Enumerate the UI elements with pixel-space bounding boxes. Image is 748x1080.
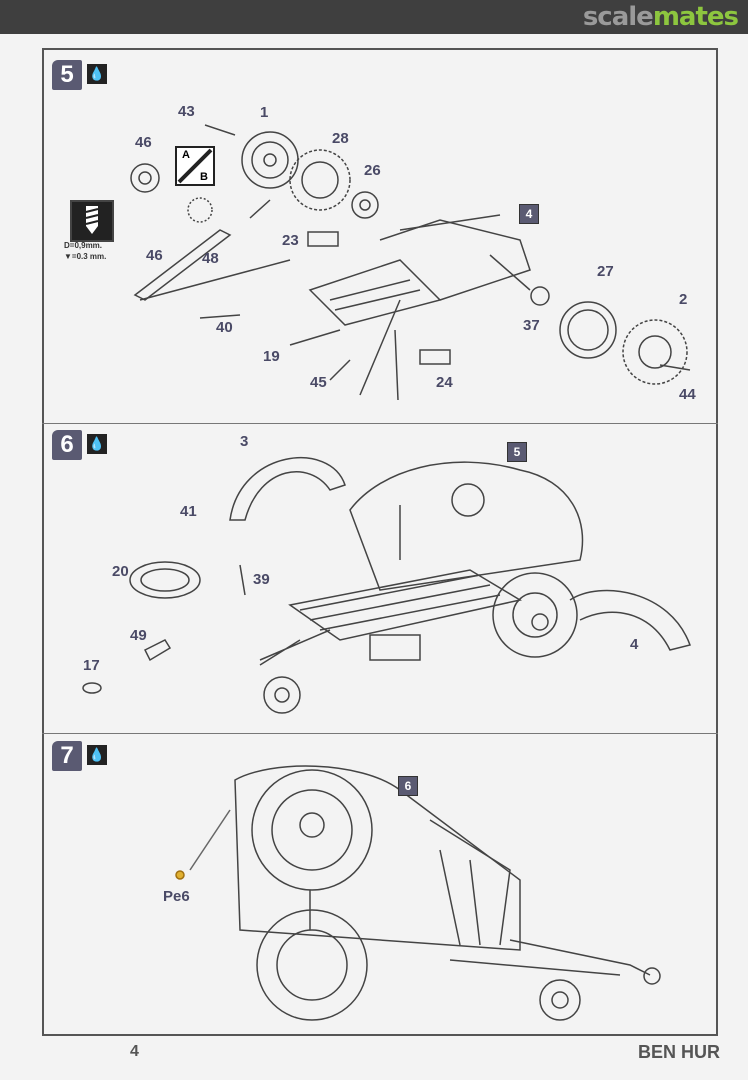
part-19: 19 [263,348,280,365]
top-bar: scalemates [0,0,748,34]
part-39: 39 [253,571,270,588]
part-49: 49 [130,627,147,644]
slash-icon [177,148,213,184]
part-46: 46 [135,134,152,151]
step-6-badge: 6 [52,430,82,460]
glue-drop-icon: 💧 [87,64,107,84]
part-1: 1 [260,104,269,121]
step7-drawing [175,765,661,1021]
step6-drawing [82,456,691,714]
part-26: 26 [364,162,381,179]
step-7-badge: 7 [52,741,82,771]
part-3: 3 [240,433,249,450]
part-46: 46 [146,247,163,264]
page-number: 4 [130,1043,139,1060]
part-2: 2 [679,291,688,308]
part-27: 27 [597,263,614,280]
drill-diameter: D=0,9mm. [64,241,103,250]
part-48: 48 [202,250,219,267]
drill-icon [70,200,114,242]
part-40: 40 [216,319,233,336]
step-5-badge: 5 [52,60,82,90]
part-44: 44 [679,386,696,403]
drill-bit-icon [85,206,99,234]
drill-depth: ▼=0.3 mm. [64,252,107,261]
part-37: 37 [523,317,540,334]
divider [42,423,718,424]
option-a-b-icon: A B [175,146,215,186]
part-17: 17 [83,657,100,674]
part-24: 24 [436,374,453,391]
glue-drop-icon: 💧 [87,434,107,454]
scalemates-logo[interactable]: scalemates [582,2,739,32]
option-b-label: B [200,171,208,183]
part-pe6: Pe6 [163,888,190,905]
part-20: 20 [112,563,129,580]
subassembly-4-badge: 4 [519,204,539,224]
subassembly-6-badge: 6 [398,776,418,796]
glue-drop-icon: 💧 [87,745,107,765]
subassembly-5-badge: 5 [507,442,527,462]
instruction-frame [42,48,718,1036]
step5-drawing [130,124,691,401]
divider [42,733,718,734]
part-23: 23 [282,232,299,249]
part-4: 4 [630,636,639,653]
option-a-label: A [182,149,190,161]
model-title: BEN HUR [637,1042,720,1062]
part-45: 45 [310,374,327,391]
part-28: 28 [332,130,349,147]
part-41: 41 [180,503,197,520]
part-43: 43 [178,103,195,120]
